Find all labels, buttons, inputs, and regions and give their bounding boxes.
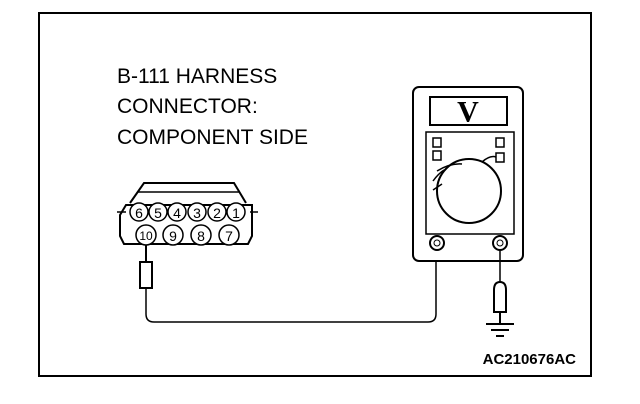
pin-circle-5 <box>148 202 168 222</box>
voltmeter: V <box>412 86 524 262</box>
pin-circle-3 <box>187 202 207 222</box>
pin-label-3: 3 <box>193 205 201 221</box>
meter-rotary-dial <box>436 158 502 224</box>
connector-hood <box>129 182 247 204</box>
pin-circle-6 <box>129 202 149 222</box>
caption-line-3: COMPONENT SIDE <box>117 126 308 149</box>
meter-jack-right-inner <box>496 239 504 247</box>
pin-label-8: 8 <box>197 228 205 244</box>
pin-circle-7 <box>218 224 240 246</box>
pin-label-10: 10 <box>139 229 153 243</box>
test-lead <box>145 252 437 323</box>
dial-mark-right <box>481 155 497 163</box>
pin-label-7: 7 <box>225 228 233 244</box>
dial-mark-left-2 <box>432 169 445 182</box>
figure-frame <box>38 12 592 377</box>
meter-indicator-right-bottom <box>495 152 505 163</box>
dial-mark-left-1 <box>436 163 463 172</box>
test-probe <box>139 245 153 289</box>
pin-circle-8 <box>190 224 212 246</box>
meter-indicator-left-bottom <box>432 150 442 161</box>
caption-line-1: B-111 HARNESS <box>117 65 277 88</box>
ground-probe <box>486 250 514 337</box>
probe-body <box>139 261 153 289</box>
meter-display-letter: V <box>457 96 479 129</box>
pin-label-6: 6 <box>135 205 143 221</box>
meter-jack-right <box>492 235 508 251</box>
pin-label-1: 1 <box>232 205 240 221</box>
ground-probe-body <box>493 280 507 313</box>
pin-circle-1 <box>226 202 246 222</box>
meter-jack-left <box>429 235 445 251</box>
pin-label-9: 9 <box>169 228 177 244</box>
harness-connector: 6 5 4 3 2 1 10 9 8 7 <box>117 182 258 246</box>
connector-body <box>119 204 253 245</box>
pin-circle-2 <box>207 202 227 222</box>
meter-jack-left-inner <box>433 239 441 247</box>
pin-label-4: 4 <box>173 205 181 221</box>
meter-indicator-left-top <box>432 137 442 148</box>
meter-indicator-right-top <box>495 137 505 148</box>
caption-line-2: CONNECTOR: <box>117 95 258 118</box>
pin-label-2: 2 <box>213 205 221 221</box>
dial-mark-left-3 <box>432 183 443 191</box>
reference-code: AC210676AC <box>483 351 577 368</box>
pin-label-5: 5 <box>154 205 162 221</box>
pin-circle-9 <box>162 224 184 246</box>
pin-circle-4 <box>167 202 187 222</box>
meter-panel <box>425 131 515 235</box>
meter-display <box>429 96 508 126</box>
